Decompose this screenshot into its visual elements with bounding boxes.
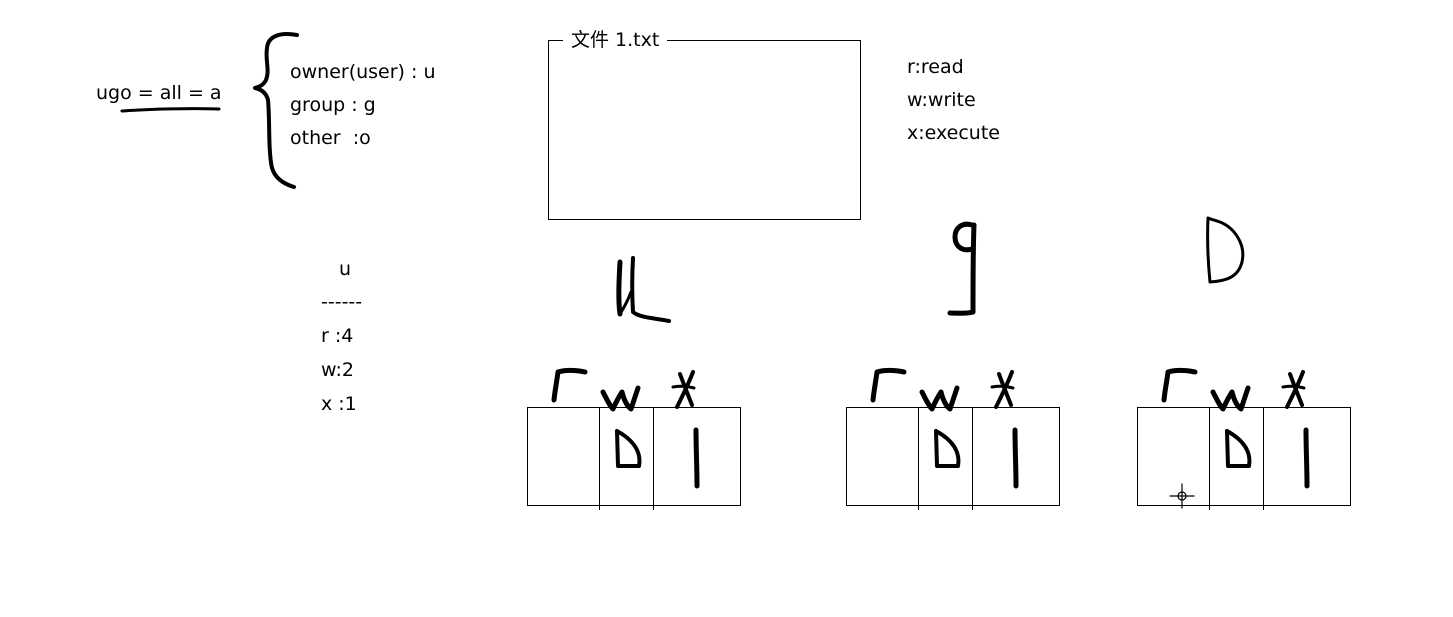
column-headers-other [1161, 368, 1306, 412]
value-table-header: u [339, 258, 352, 280]
legend-execute: x:execute [907, 122, 1000, 144]
group-letter-u [616, 256, 671, 323]
group-letter-o [1206, 216, 1245, 284]
perm-table-user [527, 407, 741, 510]
brace-item-owner: owner(user) : u [290, 61, 436, 83]
file-box-title: 文件 1.txt [563, 30, 668, 51]
group-letter-g [947, 221, 977, 316]
perm-table-divider [599, 408, 600, 510]
legend-write: w:write [907, 89, 976, 111]
perm-table-divider [972, 408, 973, 510]
value-row-write: w:2 [321, 359, 354, 381]
legend-read: r:read [907, 56, 964, 78]
perm-table-divider [1209, 408, 1210, 510]
perm-table-other [1137, 407, 1351, 510]
column-headers-group [870, 368, 1015, 412]
perm-table-divider [1263, 408, 1264, 510]
value-row-read: r :4 [321, 325, 354, 347]
value-row-execute: x :1 [321, 393, 357, 415]
ugo-underline [120, 107, 221, 113]
value-table-separator: ------ [321, 291, 363, 313]
ugo-equation: ugo = all = a [96, 82, 222, 104]
column-headers-user [551, 368, 696, 412]
perm-table-divider [653, 408, 654, 510]
brace-item-other: other :o [290, 127, 371, 149]
brace-item-group: group : g [290, 94, 376, 116]
perm-table-group [846, 407, 1060, 510]
file-box [548, 40, 861, 220]
perm-table-divider [918, 408, 919, 510]
